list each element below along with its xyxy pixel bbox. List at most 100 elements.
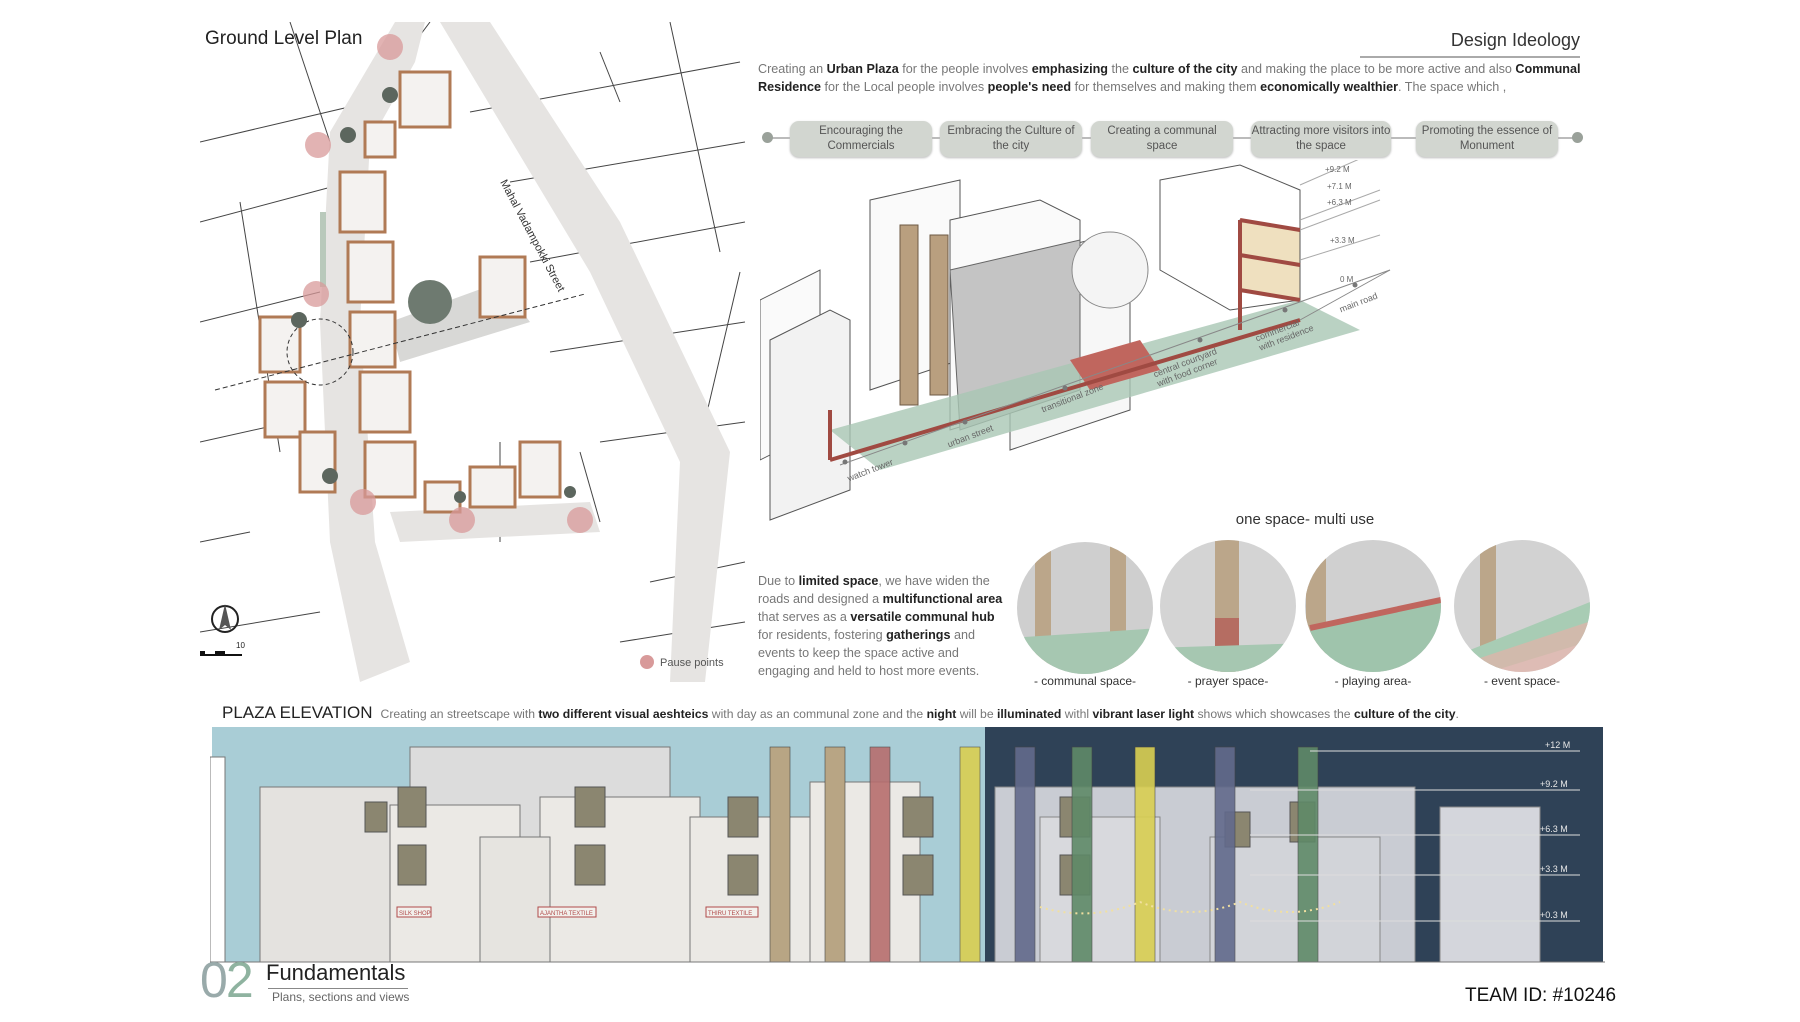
pill-visitors: Attracting more visitors into the space <box>1251 121 1391 157</box>
zone-markers <box>842 282 1358 465</box>
emphasized-text: emphasizing <box>1031 62 1108 76</box>
team-id: TEAM ID: #10246 <box>1465 985 1617 1006</box>
text-segment: , we have widen the roads and designed a <box>758 574 990 606</box>
pillar <box>1214 746 1236 963</box>
sheet-number: 02 <box>200 952 254 1008</box>
emphasized-text: economically wealthier <box>1260 80 1398 94</box>
courtyard-tree <box>408 280 452 324</box>
mahal-vadampokki-street <box>440 22 730 682</box>
level-lines <box>1299 160 1381 261</box>
shop-signs: SILK SHOP AJANTHA TEXTILE THIRU TEXTILE <box>396 906 759 918</box>
elevation-level-lines <box>1250 750 1580 922</box>
text-segment: for the Local people involves <box>821 80 988 94</box>
svg-text:+6.3 M: +6.3 M <box>1540 824 1568 834</box>
label-playing-area: - playing area- <box>1334 674 1412 688</box>
timeline-end-dot <box>1572 132 1583 143</box>
svg-text:+0.3 M: +0.3 M <box>1540 910 1568 920</box>
section-title-underline <box>268 988 408 989</box>
section-subtitle: Plans, sections and views <box>272 990 410 1004</box>
svg-text:+9.2 M: +9.2 M <box>1325 165 1350 174</box>
sheet-number-digit-1: 0 <box>200 952 228 1008</box>
emphasized-text: Communal Residence <box>758 62 1581 94</box>
text-segment: shows which showcases the <box>1194 707 1354 721</box>
text-segment: for the people involves <box>898 62 1032 76</box>
text-segment: for residents, fostering <box>758 628 887 642</box>
svg-text:AJANTHA TEXTILE: AJANTHA TEXTILE <box>540 911 593 917</box>
text-segment: . <box>1455 707 1459 721</box>
label-event-space: - event space- <box>1483 674 1561 688</box>
text-segment: and events to keep the space active and … <box>758 628 980 678</box>
text-segment: Due to <box>758 574 799 588</box>
section-title: Fundamentals <box>266 960 406 985</box>
sheet-number-digit-2: 2 <box>225 952 254 1008</box>
pillar <box>769 746 791 963</box>
building-blocks <box>258 70 562 514</box>
watch-tower-pillars <box>899 224 949 406</box>
plaza-elevation-drawing: SILK SHOP AJANTHA TEXTILE THIRU TEXTILE … <box>210 727 1605 963</box>
elevation-title: PLAZA ELEVATION <box>222 703 373 722</box>
emphasized-text: illuminated <box>996 707 1062 721</box>
pillar <box>1014 746 1036 963</box>
emphasized-text: night <box>926 707 957 721</box>
pill-monument: Promoting the essence of Monument <box>1416 121 1558 157</box>
text-segment: and making the place to be more active a… <box>1237 62 1516 76</box>
multi-use-description: Due to limited space, we have widen the … <box>758 572 1008 680</box>
emphasized-text: people's need <box>987 80 1072 94</box>
emphasized-text: gatherings <box>886 628 951 642</box>
trees <box>291 87 576 503</box>
emphasized-text: two different visual aeshteics <box>538 707 709 721</box>
pillar <box>959 746 981 963</box>
north-arrow-icon <box>211 604 239 633</box>
svg-text:0 M: 0 M <box>1340 275 1354 284</box>
planter-strip <box>320 212 326 287</box>
intro-paragraph: Creating an Urban Plaza for the people i… <box>758 60 1583 96</box>
courtyard-platform <box>1070 340 1160 390</box>
emphasized-text: vibrant laser light <box>1092 707 1195 721</box>
pill-communal-space: Creating a communal space <box>1091 121 1233 157</box>
elevation-caption: Creating an streetscape with two differe… <box>381 707 1459 721</box>
text-segment: will be <box>956 707 997 721</box>
plaza-circle <box>286 318 354 386</box>
ground-level-plan-drawing: Mahal Vadampokki Street 0 10 Pause point… <box>200 22 745 682</box>
pill-commercials: Encouraging the Commercials <box>790 121 932 157</box>
design-ideology-title: Design Ideology <box>1450 30 1580 50</box>
elevation-heading: PLAZA ELEVATION Creating an streetscape w… <box>222 703 1602 723</box>
axonometric-section-drawing: +9.2 M +7.1 M +6.3 M +3.3 M 0 M <box>760 160 1391 521</box>
label-prayer-space: - prayer space- <box>1187 674 1269 688</box>
ground-datum-line <box>1299 269 1391 321</box>
scale-bar <box>200 651 242 656</box>
pillar <box>824 746 846 963</box>
pillars <box>769 746 1319 963</box>
text-segment: with day as an communal zone and the <box>708 707 927 721</box>
section-cut <box>1238 218 1301 330</box>
zone-axis <box>839 269 1391 466</box>
emphasized-text: culture of the city <box>1353 707 1456 721</box>
residence-block <box>1159 164 1301 311</box>
pill-culture: Embracing the Culture of the city <box>940 121 1082 157</box>
vignette-communal-space <box>1017 542 1153 674</box>
level-labels: +9.2 M +7.1 M +6.3 M +3.3 M 0 M <box>1325 165 1355 284</box>
svg-text:+3.3 M: +3.3 M <box>1540 864 1568 874</box>
pause-point-legend-swatch <box>640 655 654 669</box>
emphasized-text: culture of the city <box>1132 62 1238 76</box>
text-segment: withl <box>1061 707 1093 721</box>
text-segment: . The space which , <box>1398 80 1507 94</box>
elevation-level-labels: +12 M+9.2 M +6.3 M+3.3 M +0.3 M <box>1540 740 1570 920</box>
pillar <box>1071 746 1093 963</box>
emphasized-text: Urban Plaza <box>826 62 899 76</box>
label-communal-space: - communal space- <box>1033 674 1137 688</box>
svg-text:+6.3 M: +6.3 M <box>1327 198 1352 207</box>
text-segment: Creating an <box>758 62 827 76</box>
courtyard-tree <box>1071 231 1149 309</box>
svg-text:+12 M: +12 M <box>1545 740 1570 750</box>
plan-title: Ground Level Plan <box>205 28 363 49</box>
vignette-prayer-space <box>1160 540 1296 672</box>
text-segment: Creating an streetscape with <box>380 707 539 721</box>
multi-use-title: one space- multi use <box>1235 511 1375 528</box>
emphasized-text: limited space <box>798 574 879 588</box>
emphasized-text: versatile communal hub <box>850 610 995 624</box>
svg-text:THIRU TEXTILE: THIRU TEXTILE <box>708 911 752 917</box>
svg-text:+3.3 M: +3.3 M <box>1330 236 1355 245</box>
svg-text:SILK SHOP: SILK SHOP <box>399 911 431 917</box>
pause-points <box>303 34 593 533</box>
